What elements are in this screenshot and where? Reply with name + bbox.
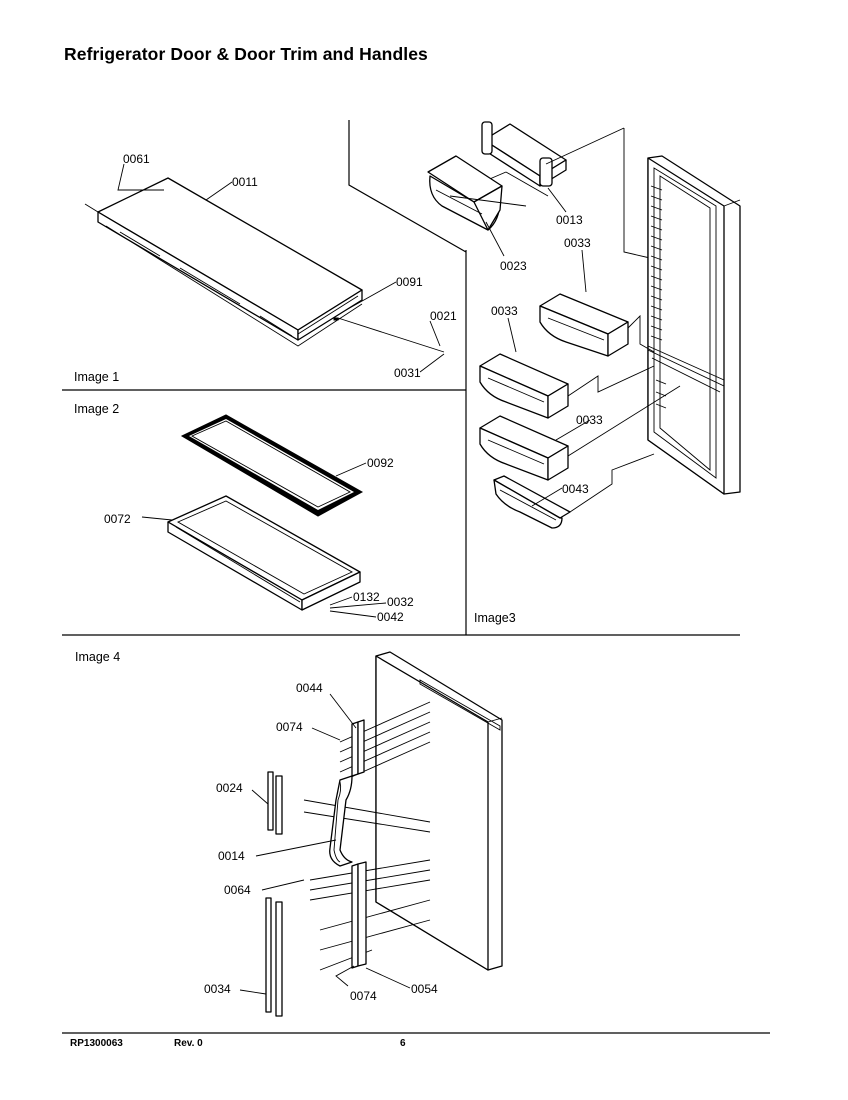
- image4-callout-labels: 0044 0074 0024 0014 0064 0034 0074 0054: [204, 681, 438, 1003]
- callout-0042: 0042: [377, 610, 404, 624]
- image2-label: Image 2: [74, 402, 119, 416]
- callout-0024: 0024: [216, 781, 243, 795]
- callout-0061: 0061: [123, 152, 150, 166]
- image4-loose-trim: [265, 771, 283, 1017]
- callout-0033-lower: 0033: [576, 413, 603, 427]
- callout-0031: 0031: [394, 366, 421, 380]
- callout-0034: 0034: [204, 982, 231, 996]
- image2-leaders: [329, 462, 387, 618]
- callout-0021: 0021: [430, 309, 457, 323]
- callout-0033-left: 0033: [491, 304, 518, 318]
- image3-label: Image3: [474, 611, 516, 625]
- page-title: Refrigerator Door & Door Trim and Handle…: [64, 44, 428, 64]
- callout-0023: 0023: [500, 259, 527, 273]
- image3-door-rail: [493, 453, 655, 529]
- image2-glass-panel: [180, 414, 364, 517]
- callout-0033-top: 0033: [564, 236, 591, 250]
- footer: RP1300063 Rev. 0 6: [70, 1038, 406, 1049]
- callout-0074-bottom: 0074: [350, 989, 377, 1003]
- image3-door-bin-left: [479, 317, 655, 419]
- callout-0132: 0132: [353, 590, 380, 604]
- callout-0043: 0043: [562, 482, 589, 496]
- callout-0032: 0032: [387, 595, 414, 609]
- image4-door-panel: [375, 651, 503, 971]
- callout-0064: 0064: [224, 883, 251, 897]
- callout-0072: 0072: [104, 512, 131, 526]
- callout-0013: 0013: [556, 213, 583, 227]
- image1-shelf: [84, 177, 445, 353]
- image4-mount-pins: [303, 701, 431, 971]
- image3-door-bin-lower: [479, 385, 681, 481]
- callout-0014: 0014: [218, 849, 245, 863]
- image2-shelf-frame: [141, 495, 361, 611]
- image4-label: Image 4: [75, 650, 120, 664]
- image3-top-leaders: [485, 127, 651, 259]
- image3-callout-labels: 0013 0023 0033 0033 0033 0043: [491, 213, 603, 496]
- image3-door-liner: [647, 155, 741, 495]
- image2-callout-labels: 0092 0072 0132 0032 0042: [104, 456, 414, 624]
- section-labels: Image 1 Image 2 Image3 Image 4: [74, 370, 516, 664]
- section-dividers: [62, 120, 770, 1034]
- footer-revision: Rev. 0: [174, 1038, 203, 1049]
- image3-door-bin-top: [539, 249, 655, 357]
- image4-upper-trim: [351, 719, 365, 777]
- image1-label: Image 1: [74, 370, 119, 384]
- image4-leaders: [239, 693, 411, 995]
- footer-page-number: 6: [400, 1038, 406, 1049]
- callout-0044: 0044: [296, 681, 323, 695]
- image3-liner-ribs: [650, 185, 667, 409]
- image3-dairy-bin: [449, 121, 567, 197]
- callout-0074-top: 0074: [276, 720, 303, 734]
- image1-callout-labels: 0061 0011 0091 0021 0031: [123, 152, 457, 380]
- callout-0011: 0011: [232, 175, 258, 189]
- callout-0092: 0092: [367, 456, 394, 470]
- footer-doc-number: RP1300063: [70, 1038, 123, 1049]
- callout-0091: 0091: [396, 275, 423, 289]
- callout-0054: 0054: [411, 982, 438, 996]
- image3-dairy-door: [427, 155, 527, 231]
- image4-lower-trim: [351, 861, 367, 969]
- image1-leaders: [117, 163, 445, 373]
- image4-handle: [329, 775, 353, 867]
